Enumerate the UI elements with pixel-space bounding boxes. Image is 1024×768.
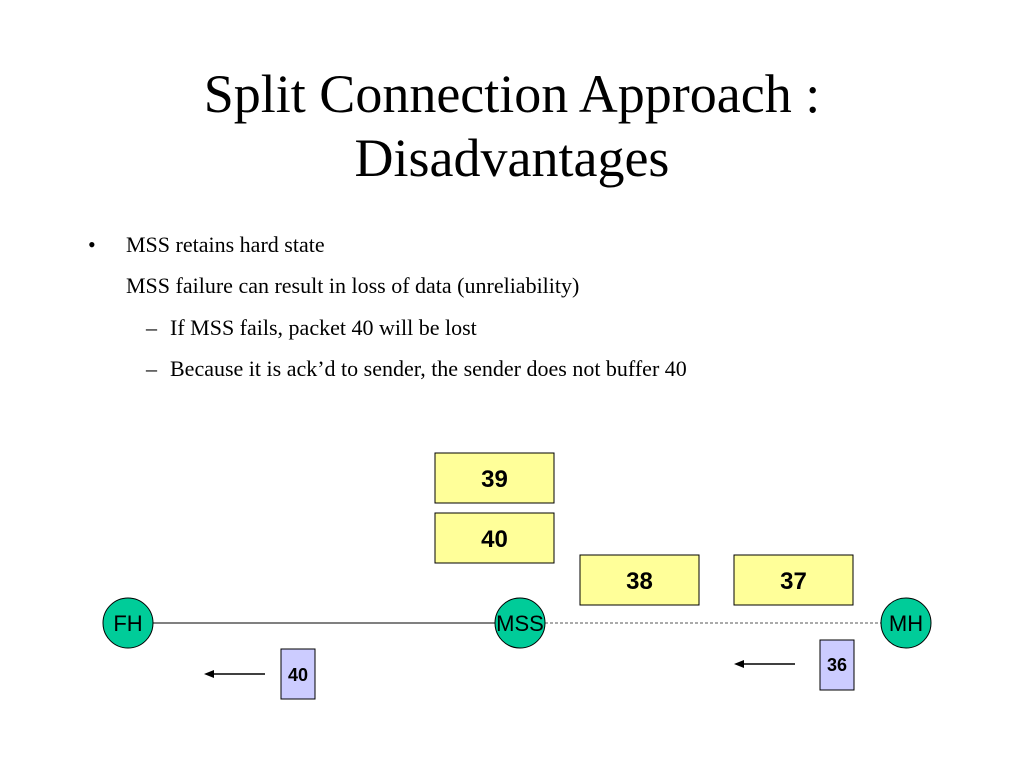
node-label: MSS	[496, 611, 544, 636]
packet-rect	[434, 452, 555, 504]
packet-rect	[733, 554, 854, 606]
packet-label: 38	[626, 568, 653, 595]
node-circle	[102, 597, 154, 649]
ack-box-36: 36	[819, 639, 855, 691]
packet-box-39: 39	[434, 452, 555, 504]
slide-title: Split Connection Approach : Disadvantage…	[0, 62, 1024, 190]
ack-box-40: 40	[280, 648, 316, 700]
title-line-2: Disadvantages	[354, 128, 670, 188]
node-fh: FH	[102, 597, 154, 649]
ack-label: 40	[288, 665, 308, 685]
node-mss: MSS	[494, 597, 546, 649]
bullet-continuation: MSS failure can result in loss of data (…	[126, 273, 580, 298]
sub-bullet-dash: –	[146, 315, 157, 340]
packet-box-38: 38	[579, 554, 700, 606]
ack-arrow-mh	[734, 660, 795, 668]
sub-bullet-text: Because it is ack’d to sender, the sende…	[170, 356, 687, 381]
packet-rect	[434, 512, 555, 564]
ack-rect	[280, 648, 316, 700]
packet-rect	[579, 554, 700, 606]
sub-bullet-dash: –	[146, 356, 157, 381]
packet-box-37: 37	[733, 554, 854, 606]
packet-box-40: 40	[434, 512, 555, 564]
ack-rect	[819, 639, 855, 691]
node-circle	[494, 597, 546, 649]
ack-arrow-fh	[204, 670, 265, 678]
title-line-1: Split Connection Approach :	[203, 64, 821, 124]
packet-label: 37	[780, 568, 807, 595]
node-circle	[880, 597, 932, 649]
bullet-text: MSS retains hard state	[126, 232, 325, 257]
node-label: FH	[113, 611, 142, 636]
node-label: MH	[889, 611, 923, 636]
arrow-head-icon	[204, 670, 214, 678]
packet-label: 40	[481, 526, 508, 553]
node-mh: MH	[880, 597, 932, 649]
arrow-head-icon	[734, 660, 744, 668]
ack-label: 36	[827, 655, 847, 675]
packet-label: 39	[481, 466, 508, 493]
bullet-dot: •	[88, 232, 96, 257]
sub-bullet-text: If MSS fails, packet 40 will be lost	[170, 315, 477, 340]
